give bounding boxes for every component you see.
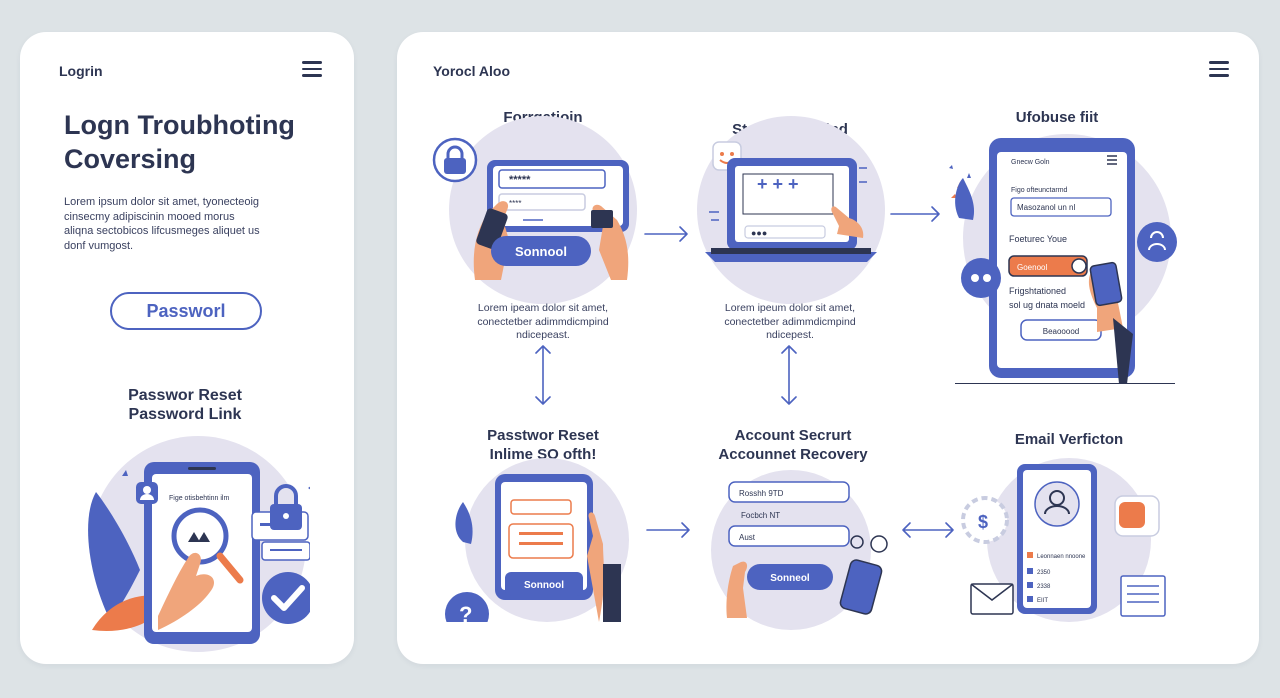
step-4-button[interactable]: Sonnool [524, 580, 564, 591]
step-3-title: Ufobuse fiit [987, 108, 1127, 127]
field2-text[interactable]: Aust [739, 533, 756, 542]
desc-line: Lorem ipeam dolor sit amet, [477, 302, 609, 314]
desc-line: ndicepeast. [516, 329, 570, 341]
account-recovery-illustration: Rosshh 9TD Focbch NT Aust Sonneol [711, 470, 888, 630]
page-title-line2: Coversing [64, 144, 197, 174]
email-row-text: 2338 [1037, 584, 1051, 590]
note-line2-text: sol ug dnata moeld [1009, 300, 1085, 310]
step-title-line: Accounnet Recovery [718, 446, 868, 463]
app-header-text: Gnecw Goln [1011, 159, 1050, 166]
flow-arrows [535, 206, 954, 538]
user-avatar-icon [1137, 222, 1177, 262]
desc-line: Lorem ipeum dolor sit amet, [724, 302, 856, 314]
hamburger-menu-icon[interactable] [302, 61, 322, 77]
email-row-text: EIIT [1037, 598, 1048, 604]
gear-icon: $ [961, 496, 1009, 544]
left-panel: Logrin Logn Troubhoting Coversing Lorem … [20, 32, 354, 664]
desc-line: conectetber adimmdicmpind [477, 315, 609, 328]
step-1-description: Lorem ipeam dolor sit amet, conectetber … [455, 302, 631, 343]
toggle-text[interactable]: Goenool [1017, 263, 1047, 272]
step-title-line: Account Secrurt [734, 427, 852, 444]
chat-eyes-icon [961, 258, 1001, 298]
update-info-phone-illustration: Gnecw Goln Figo ofteunctarmd Masozanol u… [949, 134, 1177, 384]
svg-text:+ + +: + + + [757, 174, 799, 194]
arrow-icon [781, 345, 797, 405]
intro-line: donf vumgost. [64, 239, 134, 252]
reset-section-title: Passwor Reset Password Link [80, 386, 290, 424]
arrow-icon [535, 345, 551, 405]
reset-link-illustration: Fige otisbehtinn ilm [88, 436, 310, 652]
panel-header-title: Yorocl Aloo [433, 63, 510, 79]
page-title: Logn Troubhoting Coversing [64, 108, 334, 176]
email-verification-illustration: $ Leonnaen nnoone 2350 2338 EIIT [961, 458, 1166, 622]
step-5-title: Account Secrurt Accounnet Recovery [697, 426, 889, 464]
panel-header-title: Logrin [59, 63, 103, 79]
password-mask-text: ***** [509, 174, 531, 186]
field-label-text: Figo ofteunctarmd [1011, 187, 1068, 194]
phone-header-text: Fige otisbehtinn ilm [169, 495, 229, 502]
forgot-password-illustration: ***** **** Sonnool [432, 116, 637, 304]
question-icon: ? [445, 592, 489, 622]
lock-badge-icon [1114, 495, 1160, 537]
intro-line: cinsecmy adipiscinin mooed morus [64, 210, 235, 223]
checkmark-icon [262, 572, 310, 624]
lock-icon [270, 484, 302, 530]
step-5-button[interactable]: Sonneol [770, 573, 810, 584]
recovery-label-text: Focbch NT [741, 511, 780, 520]
field1-text[interactable]: Rosshh 9TD [739, 489, 784, 498]
step-3-button[interactable]: Beaooood [1043, 327, 1079, 336]
step-6-title: Email Verficton [995, 430, 1143, 449]
reset-title-line1: Passwor Reset [128, 387, 242, 404]
svg-text:?: ? [459, 602, 472, 622]
page-title-line1: Logn Troubhoting [64, 110, 295, 140]
step-1-button[interactable]: Sonnool [515, 244, 567, 259]
arrow-icon [890, 206, 940, 222]
note-line1-text: Frigshtationed [1009, 286, 1066, 296]
email-row-text: 2350 [1037, 570, 1051, 576]
password-button[interactable]: Passworl [110, 292, 262, 330]
svg-text:●●●: ●●● [751, 228, 767, 238]
intro-paragraph: Lorem ipsum dolor sit amet, tyonecteoig … [64, 195, 304, 253]
hamburger-menu-icon[interactable] [1209, 61, 1229, 77]
arrow-icon [646, 522, 690, 538]
step-title-line: Inlime SO ofth! [489, 446, 597, 463]
main-panel: Yorocl Aloo Forrgatioin Password ***** *… [397, 32, 1259, 664]
desc-line: conectetber adimmdicmpind [724, 315, 856, 328]
arrow-icon [644, 226, 688, 242]
step-title-line: Ufobuse fiit [1015, 109, 1099, 126]
arrow-icon [902, 522, 954, 538]
label2-text: Foeturec Youe [1009, 234, 1067, 244]
intro-line: aliqna sectobicos lifcusmeges aliquet us [64, 225, 260, 237]
email-row-text: Leonnaen nnoone [1037, 554, 1086, 560]
svg-text:$: $ [978, 512, 988, 532]
field-value-text[interactable]: Masozanol un nl [1017, 203, 1075, 212]
reset-online-illustration: Sonnool ? [445, 458, 629, 622]
magnifier-icon [171, 507, 244, 584]
step-4-title: Passtwor Reset Inlime SO ofth! [463, 426, 623, 464]
reset-title-line2: Password Link [128, 406, 242, 423]
step-title-line: Email Verficton [1014, 431, 1124, 448]
envelope-icon [970, 583, 1014, 615]
desc-line: ndicepest. [766, 329, 814, 341]
stop-reset-laptop-illustration: + + + ●●● [697, 116, 885, 304]
lock-icon [432, 137, 478, 183]
intro-line: Lorem ipsum dolor sit amet, tyonecteoig [64, 196, 260, 208]
step-2-description: Lorem ipeum dolor sit amet, conectetber … [701, 302, 879, 343]
user-badge-icon [136, 482, 158, 504]
step-title-line: Passtwor Reset [487, 427, 599, 444]
field-hint-text: **** [509, 199, 521, 208]
